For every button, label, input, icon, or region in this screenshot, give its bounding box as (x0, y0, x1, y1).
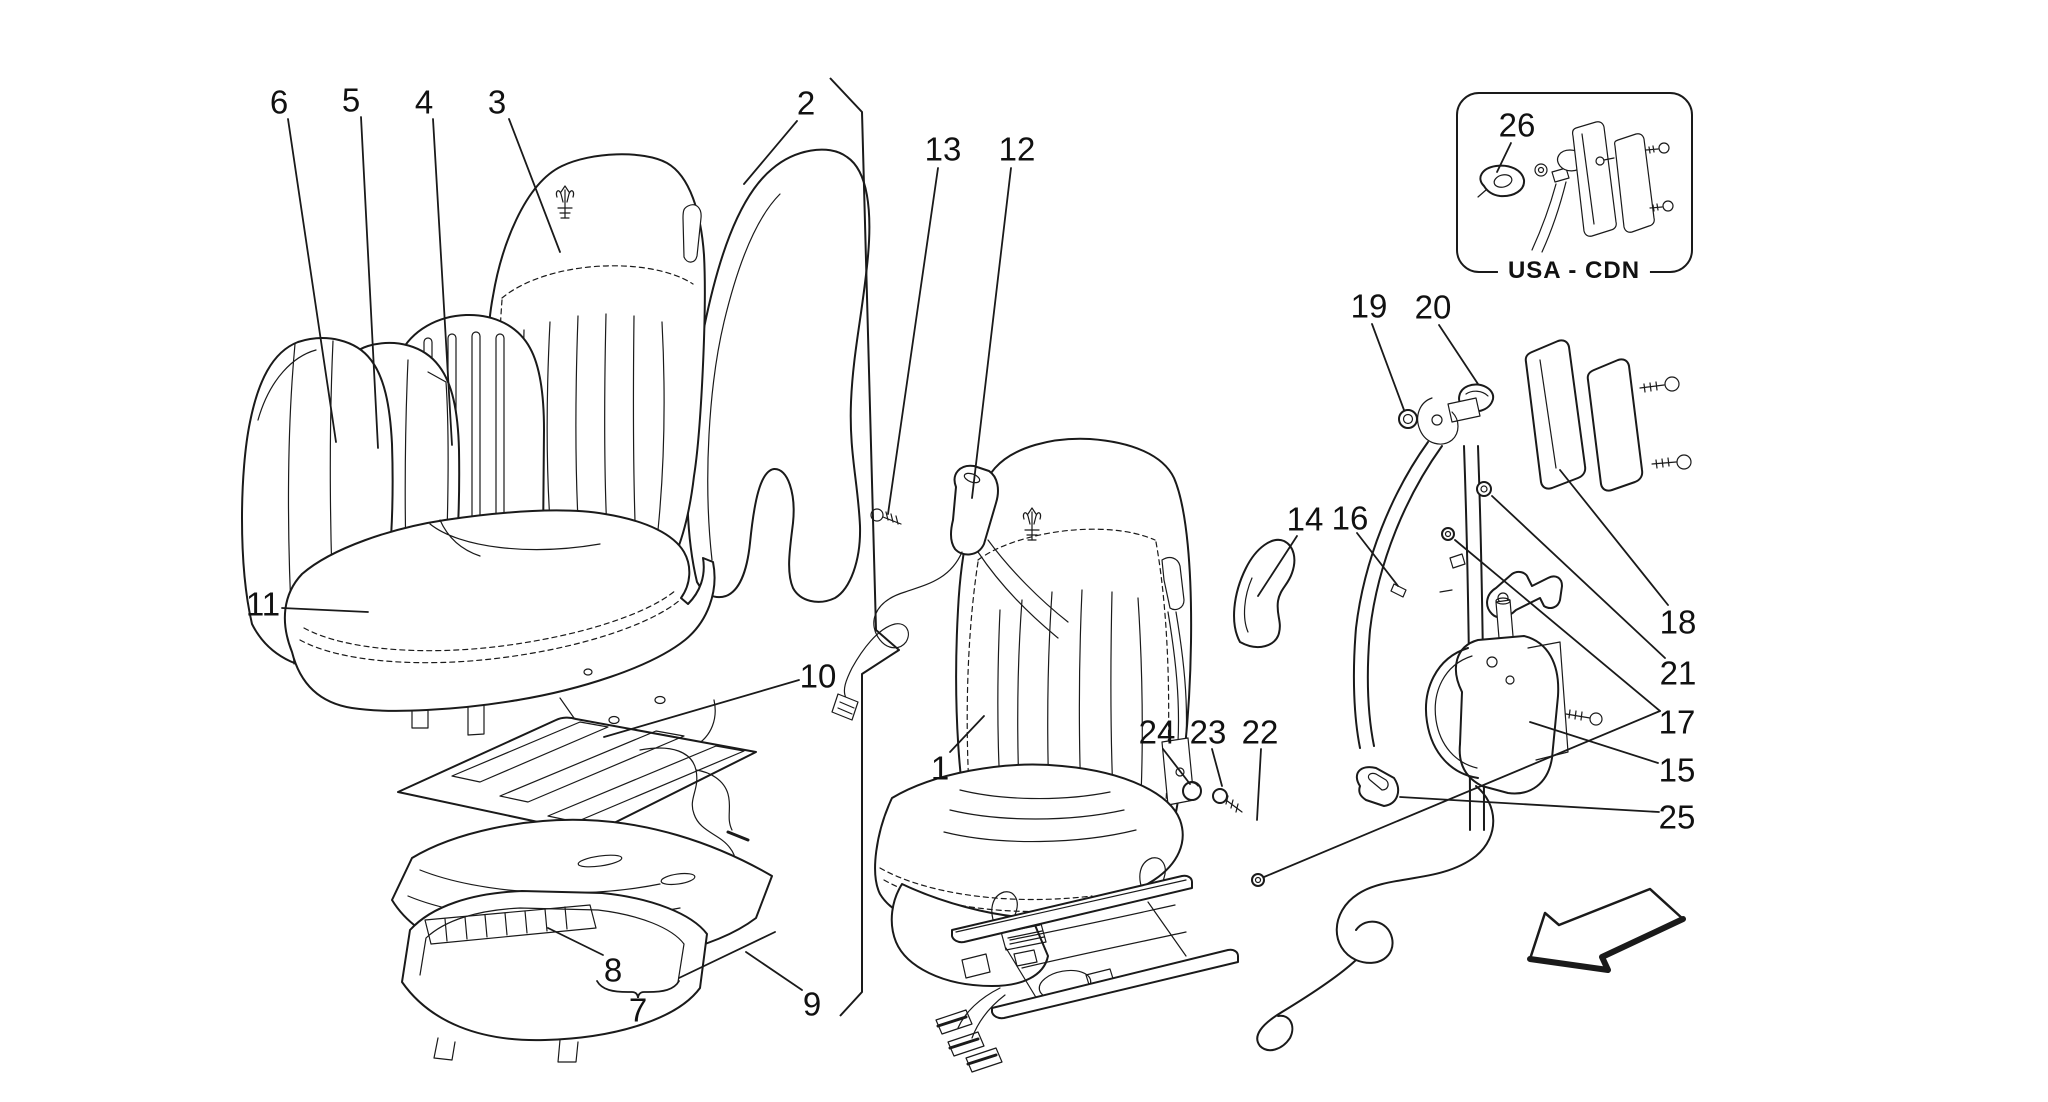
leader-line-5 (360, 116, 379, 449)
callout-10: 10 (603, 658, 837, 738)
callout-18: 18 (1559, 469, 1697, 641)
callout-number-2: 2 (797, 85, 815, 122)
callout-number-16: 16 (1332, 500, 1369, 537)
leader-line-9 (745, 951, 803, 991)
callout-number-6: 6 (270, 84, 288, 121)
callout-number-7: 7 (629, 992, 647, 1029)
leader-line-11 (281, 607, 369, 613)
leader-line-13 (887, 167, 939, 515)
callout-number-19: 19 (1351, 288, 1388, 325)
brace-7 (596, 980, 680, 999)
callout-22: 22 (1242, 714, 1279, 821)
leader-line-20 (1438, 324, 1479, 385)
callout-number-24: 24 (1139, 714, 1176, 751)
cable-22-art (1256, 785, 1495, 1052)
side-trim-14-art (1233, 538, 1296, 648)
leader-line-23 (1211, 748, 1223, 787)
callout-14: 14 (1257, 501, 1324, 597)
leader-line-17 (1454, 539, 1661, 712)
leader-line-10 (603, 679, 800, 738)
callout-number-18: 18 (1660, 604, 1697, 641)
callout-number-8: 8 (604, 952, 622, 989)
callout-9: 9 (745, 951, 821, 1023)
callout-number-5: 5 (342, 82, 360, 119)
leader-line-17 (1263, 710, 1661, 878)
callout-15: 15 (1529, 721, 1696, 789)
belt-upper-fittings-19-20-art (1398, 383, 1495, 445)
callout-17: 17 (1263, 539, 1696, 878)
leader-line-2 (743, 120, 798, 185)
callout-8: 8 (547, 927, 622, 989)
leader-line-22 (1256, 748, 1262, 821)
callout-11: 11 (246, 586, 369, 623)
callout-number-17: 17 (1659, 704, 1696, 741)
callout-number-1: 1 (931, 750, 949, 787)
back-shell-2-art (686, 148, 871, 603)
leader-line-26 (1496, 142, 1512, 173)
leader-line-25 (1399, 796, 1660, 813)
callout-7: 7 (596, 931, 776, 1029)
callout-6: 6 (270, 84, 337, 443)
cushion-cover-11-art (283, 509, 716, 758)
leader-line-8 (547, 927, 604, 956)
usa-cdn-inset-art (1456, 92, 1693, 273)
callout-2: 2 (743, 85, 815, 185)
callout-23: 23 (1190, 714, 1227, 787)
leader-line-4 (432, 118, 453, 446)
fasteners-23-24-art (1182, 781, 1243, 813)
callout-number-3: 3 (488, 84, 506, 121)
callout-number-10: 10 (800, 658, 837, 695)
leader-line-3 (508, 118, 561, 253)
section-divider-line (829, 77, 900, 1017)
callout-20: 20 (1415, 289, 1479, 385)
leader-line-18 (1559, 469, 1669, 606)
leader-line-15 (1529, 721, 1659, 764)
leader-line-21 (1491, 495, 1666, 659)
callout-1: 1 (931, 715, 985, 787)
callout-26: 26 (1496, 107, 1536, 173)
callout-number-23: 23 (1190, 714, 1227, 751)
direction-arrow-edge (1527, 916, 1686, 973)
callout-3: 3 (488, 84, 561, 253)
callout-number-12: 12 (999, 131, 1036, 168)
callout-number-4: 4 (415, 84, 433, 121)
callout-number-11: 11 (246, 586, 280, 623)
leader-line-19 (1371, 323, 1405, 411)
callout-number-21: 21 (1660, 655, 1697, 692)
callout-number-26: 26 (1499, 107, 1536, 144)
callout-19: 19 (1351, 288, 1405, 411)
leader-line-1 (949, 715, 985, 753)
leader-line-7 (678, 931, 776, 979)
buckle-12-13-art (831, 464, 1069, 721)
leader-line-14 (1257, 535, 1298, 597)
belt-anchor-plates-18-art (1524, 339, 1692, 492)
callout-number-20: 20 (1415, 289, 1452, 326)
leader-line-24 (1162, 748, 1191, 785)
callout-number-22: 22 (1242, 714, 1279, 751)
usa-cdn-caption: USA - CDN (1497, 257, 1651, 285)
seat-rails-art (935, 857, 1239, 1073)
callout-25: 25 (1399, 796, 1696, 836)
callout-number-9: 9 (803, 986, 821, 1023)
leader-line-12 (971, 167, 1012, 499)
callout-12: 12 (971, 131, 1036, 499)
callout-number-13: 13 (925, 131, 962, 168)
callout-number-25: 25 (1659, 799, 1696, 836)
seat-pan-8-art (401, 890, 708, 1063)
callout-4: 4 (415, 84, 453, 446)
leader-line-6 (287, 118, 337, 443)
callout-24: 24 (1139, 714, 1191, 785)
callout-5: 5 (342, 82, 379, 449)
leader-line-16 (1356, 532, 1399, 587)
callout-21: 21 (1491, 495, 1697, 692)
callout-number-14: 14 (1287, 501, 1324, 538)
callout-number-15: 15 (1659, 752, 1696, 789)
retractor-15-art (1425, 597, 1603, 795)
callout-13: 13 (887, 131, 962, 515)
callout-16: 16 (1332, 500, 1399, 587)
